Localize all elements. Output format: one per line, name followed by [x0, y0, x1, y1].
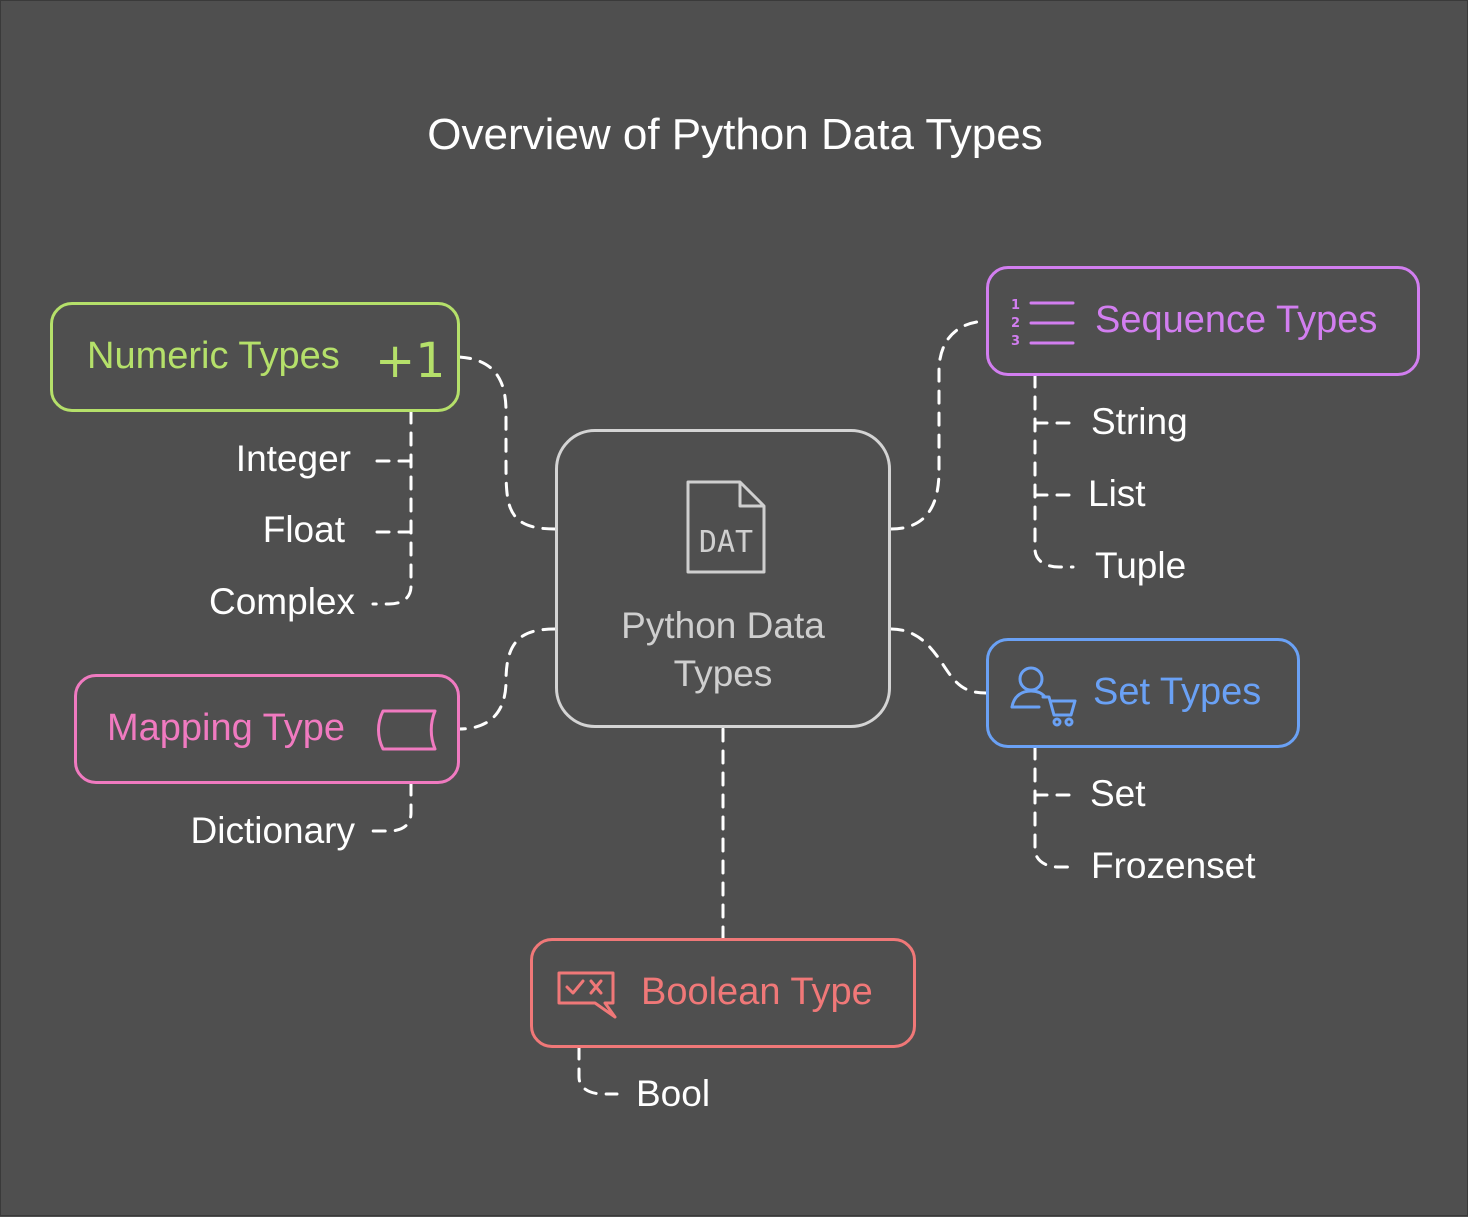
center-node: DAT Python Data Types: [555, 429, 891, 728]
leaf-float: Float: [262, 509, 345, 550]
sequence-types-label: Sequence Types: [1095, 299, 1378, 341]
connector-center-sequence: [889, 319, 988, 531]
plus-one-icon-text: +1: [375, 333, 441, 385]
dat-file-icon: DAT: [686, 480, 766, 574]
list-number-1: 1: [1011, 298, 1020, 313]
check-cross-icon: [557, 971, 617, 1019]
connector-set-trunk: [1033, 745, 1075, 869]
connector-sequence-trunk: [1033, 373, 1075, 569]
connector-center-numeric: [457, 355, 557, 531]
mapping-type-label: Mapping Type: [107, 707, 346, 749]
leaf-list: List: [1088, 473, 1146, 514]
list-number-2: 2: [1011, 316, 1020, 331]
numeric-types-label: Numeric Types: [87, 335, 340, 377]
dat-icon-text: DAT: [699, 525, 753, 560]
card-icon: [377, 709, 437, 751]
boolean-type-node: Boolean Type: [530, 938, 916, 1048]
mapping-type-node: Mapping Type: [74, 674, 460, 784]
connector-center-set: [889, 627, 988, 695]
list-number-3: 3: [1011, 334, 1020, 349]
connector-boolean-bool: [577, 1045, 619, 1096]
leaf-complex: Complex: [209, 581, 355, 622]
leaf-bool: Bool: [636, 1073, 711, 1114]
sequence-types-node: 1 2 3 Sequence Types: [986, 266, 1420, 376]
plus-one-icon: +1: [375, 333, 441, 385]
numeric-types-node: Numeric Types +1: [50, 302, 460, 412]
connector-numeric-trunk: [371, 409, 413, 606]
center-label-line2: Types: [673, 653, 773, 694]
leaf-dictionary: Dictionary: [190, 810, 356, 851]
leaf-integer: Integer: [235, 438, 351, 479]
center-label-line1: Python Data: [621, 605, 825, 646]
leaf-set: Set: [1090, 773, 1146, 814]
numbered-list-icon: 1 2 3: [1011, 298, 1075, 349]
boolean-type-label: Boolean Type: [641, 971, 873, 1013]
diagram-title: Overview of Python Data Types: [427, 110, 1043, 159]
user-cart-icon: [1010, 666, 1077, 727]
set-types-label: Set Types: [1093, 671, 1262, 713]
center-label: Python Data Types: [558, 602, 888, 698]
leaf-frozenset: Frozenset: [1091, 845, 1256, 886]
leaf-tuple: Tuple: [1095, 545, 1187, 586]
leaf-string: String: [1091, 401, 1188, 442]
set-types-node: Set Types: [986, 638, 1300, 748]
connector-center-mapping: [457, 627, 557, 731]
connector-mapping-dictionary: [371, 781, 413, 833]
